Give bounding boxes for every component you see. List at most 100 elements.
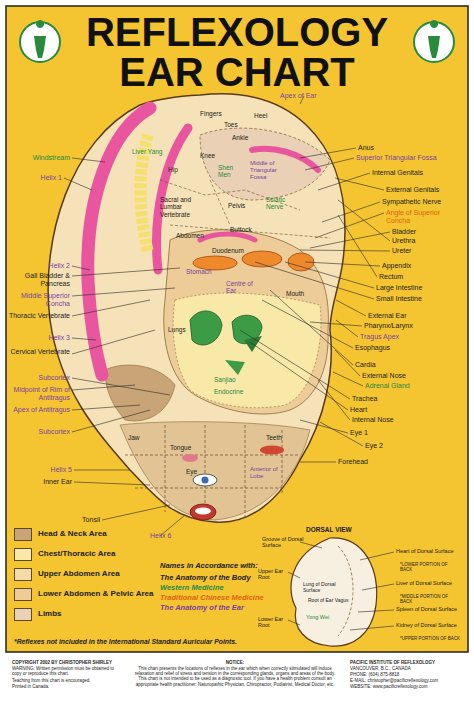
part-label: Inner Ear [20, 478, 72, 486]
part-label: Ureter [392, 247, 462, 255]
part-label: Helix 3 [6, 334, 70, 342]
part-label: The Anatomy of the Body [160, 574, 290, 583]
region-divider [160, 180, 330, 238]
legend-text: Limbs [38, 609, 156, 618]
part-label: Rectum [379, 273, 459, 281]
part-label: Toes [224, 121, 254, 128]
part-label: E-MAIL: christopher@pacificreflexology.c… [350, 678, 466, 683]
part-label: Fingers [200, 110, 240, 117]
part-label: Knee [200, 152, 230, 159]
mouth-symbol [190, 504, 216, 520]
part-label: Western Medicine [160, 584, 290, 593]
mouth-teeth [195, 508, 211, 515]
part-label: Ankle [232, 134, 262, 141]
part-label: Anterior of Lobe [250, 466, 290, 480]
part-label: Eye [186, 468, 206, 475]
part-label: This chart presents the locations of ref… [130, 666, 340, 687]
part-label: Small Intestine [376, 295, 466, 303]
part-label: Spleen of Dorsal Surface [396, 606, 462, 612]
part-label: Large Intestine [376, 284, 466, 292]
part-label: Hip [168, 166, 193, 173]
part-label: Tonsil [60, 516, 100, 524]
part-label: Buttock [230, 226, 266, 233]
dorsal-groove [338, 546, 353, 636]
legend-swatch [14, 588, 32, 601]
part-label: WEBSITE: www.pacificreflexology.com [350, 684, 466, 689]
part-label: Traditional Chinese Medicine [160, 594, 290, 603]
part-label: Sanjiao [214, 376, 254, 383]
part-label: Forehead [338, 458, 398, 466]
part-label: Helix 6 [150, 532, 190, 540]
part-label: Eye 1 [350, 429, 410, 437]
endocrine-shape [225, 360, 245, 375]
part-label: Gall Bladder & Pancreas [6, 272, 70, 288]
part-label: Heel [254, 112, 284, 119]
part-label: External Genitals [386, 186, 471, 194]
part-label: WARNING: Written permission must be obta… [12, 666, 124, 676]
part-label: Apex of Antitragus [4, 406, 70, 414]
part-label: Shen Men [218, 164, 244, 179]
part-label: Helix 2 [6, 262, 70, 270]
part-label: Sciatic Nerve [266, 196, 298, 211]
part-label: Mouth [286, 290, 316, 297]
part-label: Duodenum [212, 247, 252, 254]
fossa-band [252, 149, 318, 170]
part-label: Groove of Dorsal Surface [262, 536, 312, 549]
logo-figure [428, 20, 440, 58]
part-label: Trachea [352, 395, 442, 403]
eye-symbol [193, 474, 217, 486]
legend-swatch [14, 608, 32, 621]
stomach-band [200, 234, 255, 240]
part-label: Cardia [355, 361, 445, 369]
part-label: Endocrine [214, 388, 254, 395]
part-label: Abdomen [176, 232, 216, 239]
chart-title: REFLEXOLOGY EAR CHART [60, 12, 414, 92]
part-label: Bladder [392, 228, 462, 236]
part-label: Eye 2 [365, 442, 425, 450]
lobe-area [120, 422, 310, 520]
part-label: Heart of Dorsal Surface [396, 548, 462, 554]
legend-swatch [14, 568, 32, 581]
leader-lines [288, 542, 394, 630]
part-label: Upper Ear Root [258, 568, 288, 581]
lobe-grid [125, 425, 300, 520]
part-label: Teeth [266, 434, 296, 441]
part-label: Esophagus [355, 344, 445, 352]
part-label: *Reflexes not included in the Internatio… [14, 638, 304, 646]
part-label: Adrenal Gland [365, 382, 455, 390]
part-label: PACIFIC INSTITUTE OF REFLEXOLOGY [350, 660, 466, 665]
part-label: Subcortex [6, 374, 70, 382]
intestine-shape [193, 256, 237, 270]
tongue-symbol [182, 454, 198, 462]
part-label: Pharynx/Larynx [364, 322, 459, 330]
part-label: Middle of Triangular Fossa [250, 160, 292, 181]
part-label: Kidney of Dorsal Surface [396, 622, 462, 628]
part-label: *MIDDLE PORTION OF BACK [400, 594, 460, 604]
part-label: Appendix [382, 262, 462, 270]
part-label: Teaching from this chart is encouraged. [12, 678, 124, 683]
part-label: COPYRIGHT 2002 BY CHRISTOPHER SHIRLEY [12, 660, 124, 665]
legend-swatch [14, 548, 32, 561]
dorsal-ear [291, 538, 377, 646]
part-label: External Ear [368, 312, 458, 320]
part-label: Cervical Vertebrate [6, 348, 70, 356]
part-label: PHONE: (604) 875-8818 [350, 672, 466, 677]
part-label: Lung of Dorsal Surface [303, 582, 347, 594]
part-label: Names in Accordance with: [160, 562, 290, 571]
part-label: Internal Genitals [372, 169, 462, 177]
part-label: Urethra [392, 237, 462, 245]
part-label: Lower Ear Root [258, 616, 288, 629]
part-label: DORSAL VIEW [306, 526, 386, 533]
part-label: Anus [358, 144, 418, 152]
logo-figure [34, 20, 46, 58]
legend-text: Chest/Thoracic Area [38, 549, 156, 558]
part-label: Midpoint of Rim of Antitragus [4, 386, 70, 402]
chest-area [173, 293, 321, 408]
triangular-fossa [200, 128, 330, 200]
part-label: Middle Superior Concha [6, 292, 70, 308]
part-label: Sympathetic Nerve [382, 198, 470, 206]
legend-swatch [14, 528, 32, 541]
part-label: Subcortex [6, 428, 70, 436]
lips-symbol [260, 446, 284, 455]
part-label: Tragus Apex [360, 333, 450, 341]
